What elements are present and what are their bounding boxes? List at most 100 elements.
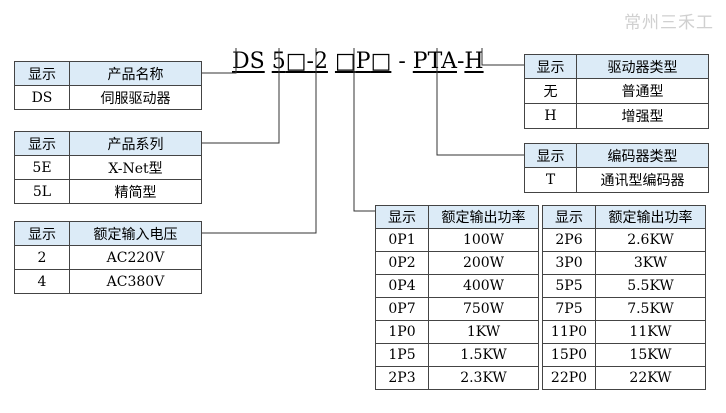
code-box-series: □ bbox=[285, 49, 307, 74]
table-encoder-type: 显示 编码器类型 T 通讯型编码器 bbox=[524, 143, 709, 193]
table-cell: 3P0 bbox=[542, 251, 596, 275]
table-cell: 5.5KW bbox=[595, 274, 706, 298]
table-row: DS 伺服驱动器 bbox=[14, 85, 202, 110]
table-cell: 200W bbox=[428, 251, 539, 275]
table-cell: 2 bbox=[14, 245, 70, 270]
table-cell: 0P7 bbox=[375, 297, 429, 321]
table-cell: 5L bbox=[14, 179, 70, 204]
code-2: 2 bbox=[313, 49, 328, 74]
header-cell: 显示 bbox=[14, 61, 70, 86]
table-row: 2 AC220V bbox=[14, 245, 202, 270]
header-cell: 编码器类型 bbox=[576, 143, 709, 168]
table-cell: 2.6KW bbox=[595, 228, 706, 252]
table-cell: 增强型 bbox=[576, 103, 709, 129]
table-cell: 5E bbox=[14, 155, 70, 180]
code-dash-2: - bbox=[398, 49, 406, 74]
header-cell: 额定输出功率 bbox=[428, 205, 539, 229]
table-header-row: 显示 产品名称 bbox=[14, 61, 202, 86]
header-cell: 显示 bbox=[375, 205, 429, 229]
header-cell: 显示 bbox=[14, 131, 70, 156]
table-cell: 11KW bbox=[595, 320, 706, 344]
table-cell: 15P0 bbox=[542, 343, 596, 367]
table-cell: 0P4 bbox=[375, 274, 429, 298]
table-row: 5L 精简型 bbox=[14, 179, 202, 204]
table-row: H 增强型 bbox=[524, 103, 709, 129]
code-box-power-1: □ bbox=[334, 49, 356, 74]
table-cell: 22KW bbox=[595, 366, 706, 390]
table-header-row: 显示 驱动器类型 bbox=[524, 54, 709, 79]
header-cell: 显示 bbox=[14, 221, 70, 246]
table-cell: T bbox=[524, 167, 577, 193]
table-cell: X-Net型 bbox=[69, 155, 202, 180]
code-dash-3: - bbox=[456, 49, 465, 74]
connector-power bbox=[353, 48, 375, 212]
table-cell: 1KW bbox=[428, 320, 539, 344]
table-cell: DS bbox=[14, 85, 70, 110]
table-cell: 22P0 bbox=[542, 366, 596, 390]
code-box-power-2: □ bbox=[370, 49, 392, 74]
code-dash-1: - bbox=[306, 49, 314, 74]
connector-encoder bbox=[436, 48, 524, 156]
table-header-row: 显示 产品系列 bbox=[14, 131, 202, 156]
table-cell: 15KW bbox=[595, 343, 706, 367]
table-cell: 400W bbox=[428, 274, 539, 298]
table-header-row: 显示 额定输出功率 bbox=[542, 205, 706, 229]
table-cell: 11P0 bbox=[542, 320, 596, 344]
table-header-row: 显示 编码器类型 bbox=[524, 143, 709, 168]
table-cell: 伺服驱动器 bbox=[69, 85, 202, 110]
table-cell: 100W bbox=[428, 228, 539, 252]
header-cell: 产品名称 bbox=[69, 61, 202, 86]
header-cell: 产品系列 bbox=[69, 131, 202, 156]
table-cell: 2P3 bbox=[375, 366, 429, 390]
table-cell: 1.5KW bbox=[428, 343, 539, 367]
model-code: DS 5□-2 □P□ - PTA-H bbox=[218, 17, 484, 74]
table-cell: 无 bbox=[524, 78, 577, 104]
connector-voltage bbox=[201, 48, 317, 234]
table-cell: 0P1 bbox=[375, 228, 429, 252]
code-pta: PTA bbox=[412, 49, 457, 74]
table-cell: 5P5 bbox=[542, 274, 596, 298]
table-cell: 4 bbox=[14, 269, 70, 294]
table-cell: 普通型 bbox=[576, 78, 709, 104]
table-row: 无 普通型 bbox=[524, 78, 709, 104]
connector-product-series bbox=[201, 48, 280, 144]
table-cell: 1P0 bbox=[375, 320, 429, 344]
code-ds: DS bbox=[232, 49, 265, 74]
table-cell: 2.3KW bbox=[428, 366, 539, 390]
table-input-voltage: 显示 额定输入电压 2 AC220V 4 AC380V bbox=[14, 221, 202, 294]
table-header-row: 显示 额定输入电压 bbox=[14, 221, 202, 246]
table-cell: AC380V bbox=[69, 269, 202, 294]
header-cell: 额定输出功率 bbox=[595, 205, 706, 229]
code-h: H bbox=[464, 49, 484, 74]
table-cell: 通讯型编码器 bbox=[576, 167, 709, 193]
connector-product-name bbox=[200, 48, 237, 74]
header-cell: 显示 bbox=[524, 143, 577, 168]
table-row: 5E X-Net型 bbox=[14, 155, 202, 180]
table-cell: 1P5 bbox=[375, 343, 429, 367]
table-driver-type: 显示 驱动器类型 无 普通型 H 增强型 bbox=[524, 54, 709, 129]
table-cell: H bbox=[524, 103, 577, 129]
watermark: 常州三禾工 bbox=[624, 13, 714, 33]
table-cell: 7.5KW bbox=[595, 297, 706, 321]
table-cell: AC220V bbox=[69, 245, 202, 270]
table-header-row: 显示 额定输出功率 bbox=[375, 205, 539, 229]
table-cell: 2P6 bbox=[542, 228, 596, 252]
table-product-series: 显示 产品系列 5E X-Net型 5L 精简型 bbox=[14, 131, 202, 204]
table-cell: 7P5 bbox=[542, 297, 596, 321]
